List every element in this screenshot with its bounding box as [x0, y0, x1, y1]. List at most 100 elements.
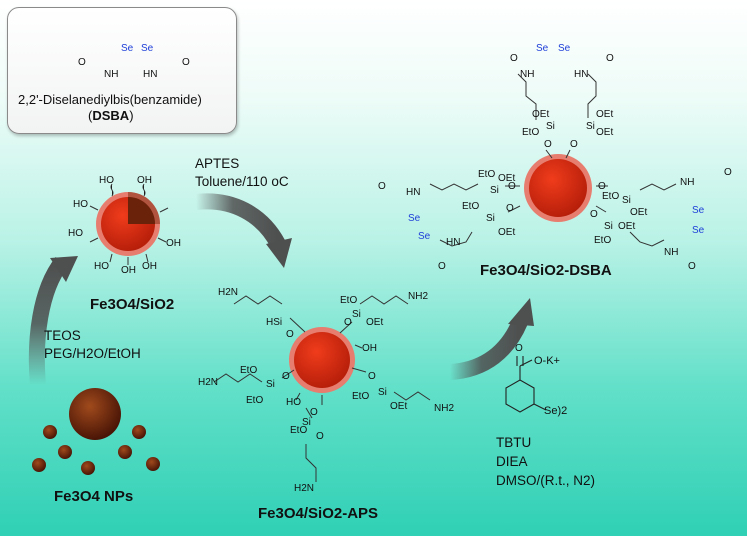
key-nh-left: NH — [104, 69, 119, 80]
dsba-eto-left-2: EtO — [462, 201, 480, 212]
aps-oet-2: OEt — [390, 401, 408, 412]
key-o-left: O — [78, 57, 86, 68]
aps-hsi: HSi — [266, 317, 283, 328]
label-fe3o4-sio2-aps: Fe3O4/SiO2-APS — [258, 505, 379, 522]
reagent-diselenide: Se)2 — [544, 405, 568, 417]
step2-condition-1: APTES — [195, 156, 240, 171]
dsba-o-top-2: O — [606, 53, 614, 64]
dsba-si-right-1: Si — [622, 195, 631, 206]
step2-condition-2: Toluene/110 oC — [195, 174, 289, 189]
key-o-right: O — [182, 57, 190, 68]
dsba-se-top-2: Se — [558, 43, 571, 54]
sio2-ho-2: HO — [73, 199, 88, 210]
step3-condition-2: DIEA — [496, 454, 528, 469]
dsba-nh-top-1: NH — [520, 69, 535, 80]
key-hn-right: HN — [143, 69, 158, 80]
fe3o4-nanoparticles — [32, 388, 160, 475]
dsba-hn-top-2: HN — [574, 69, 589, 80]
aps-o-6: O — [316, 431, 324, 442]
reagent-carboxylate: O-K+ — [534, 355, 560, 367]
aps-si-2: Si — [266, 379, 275, 390]
aps-h2n-3: H2N — [294, 483, 315, 494]
dsba-se-top-1: Se — [536, 43, 549, 54]
step3-condition-3: DMSO/(R.t., N2) — [496, 473, 596, 488]
fe3o4-sio2-aps-particle — [213, 295, 431, 482]
dsba-oet-right-2: OEt — [618, 221, 636, 232]
aps-eto-2: EtO — [240, 365, 258, 376]
dsba-o-right-4: O — [688, 261, 696, 272]
aps-h2n-2: H2N — [198, 377, 219, 388]
dsba-se-right-2: Se — [692, 225, 705, 236]
arrow-dsba — [449, 298, 534, 380]
sio2-oh-3: OH — [121, 265, 136, 276]
dsba-abbreviation: (DSBA) — [88, 108, 134, 124]
dsba-eto-right-1: EtO — [602, 191, 620, 202]
reagent-o: O — [515, 343, 523, 354]
dsba-o-left-4: O — [438, 261, 446, 272]
dsba-eto-left-1: EtO — [478, 169, 496, 180]
dsba-o-link-1: O — [544, 139, 552, 150]
aps-o-4: O — [368, 371, 376, 382]
dsba-oet-left-2: OEt — [498, 227, 516, 238]
label-fe3o4-sio2-dsba: Fe3O4/SiO2-DSBA — [480, 262, 612, 279]
aps-eto-1: EtO — [340, 295, 358, 306]
dsba-eto-top-1: EtO — [522, 127, 540, 138]
aps-h2n-1: H2N — [218, 287, 239, 298]
dsba-si-left-2: Si — [486, 213, 495, 224]
aps-si-1: Si — [352, 309, 361, 320]
dsba-o-link-2: O — [570, 139, 578, 150]
reagent-structure — [505, 356, 547, 413]
dsba-si-right-2: Si — [604, 221, 613, 232]
aps-si-3: Si — [378, 387, 387, 398]
label-fe3o4-nps: Fe3O4 NPs — [54, 488, 134, 505]
aps-nh2-1: NH2 — [408, 291, 429, 302]
sio2-ho-1: HO — [99, 175, 114, 186]
aps-oh: OH — [362, 343, 377, 354]
dsba-oet-left-1: OEt — [498, 173, 516, 184]
sio2-ho-4: HO — [94, 261, 109, 272]
dsba-o-left-3: O — [506, 203, 514, 214]
aps-ho: HO — [286, 397, 301, 408]
sio2-oh-1: OH — [137, 175, 152, 186]
dsba-o-right-2: O — [590, 209, 598, 220]
dsba-o-right-3: O — [724, 167, 732, 178]
dsba-oet-top-2: OEt — [596, 109, 614, 120]
dsba-se-right-1: Se — [692, 205, 705, 216]
dsba-key-box: Se Se O O NH HN 2,2'-Diselanediylbis(ben… — [7, 7, 237, 134]
dsba-oet-top-3: OEt — [596, 127, 614, 138]
aps-eto-4: EtO — [352, 391, 370, 402]
aps-o-2: O — [344, 317, 352, 328]
arrow-teos — [28, 256, 78, 386]
dsba-oet-right-1: OEt — [630, 207, 648, 218]
label-fe3o4-sio2: Fe3O4/SiO2 — [90, 296, 175, 313]
step1-condition-2: PEG/H2O/EtOH — [44, 346, 141, 361]
dsba-si-left-1: Si — [490, 185, 499, 196]
dsba-nh-right-1: NH — [680, 177, 695, 188]
sio2-oh-4: OH — [142, 261, 157, 272]
abbr-text: DSBA — [92, 108, 130, 123]
fe3o4-sio2-particle — [89, 183, 169, 265]
dsba-se-left-1: Se — [408, 213, 421, 224]
dsba-se-left-2: Se — [418, 231, 431, 242]
dsba-o-left-1: O — [378, 181, 386, 192]
arrow-aptes — [195, 193, 292, 268]
fe3o4-sio2-dsba-particle — [429, 73, 677, 247]
aps-eto-3: EtO — [246, 395, 264, 406]
sio2-oh-2: OH — [166, 238, 181, 249]
step1-condition-1: TEOS — [44, 328, 81, 343]
dsba-o-top-1: O — [510, 53, 518, 64]
abbr-open: ( — [88, 108, 93, 123]
dsba-o-right-1: O — [598, 181, 606, 192]
aps-o-5: O — [310, 407, 318, 418]
dsba-si-top-2: Si — [586, 121, 595, 132]
dsba-oet-top-1: OEt — [532, 109, 550, 120]
sio2-ho-3: HO — [68, 228, 83, 239]
np-large — [69, 388, 121, 440]
aps-eto-5: EtO — [290, 425, 308, 436]
aps-oet-1: OEt — [366, 317, 384, 328]
aps-nh2-2: NH2 — [434, 403, 455, 414]
key-se-label-2: Se — [141, 43, 154, 54]
dsba-o-left-2: O — [508, 181, 516, 192]
